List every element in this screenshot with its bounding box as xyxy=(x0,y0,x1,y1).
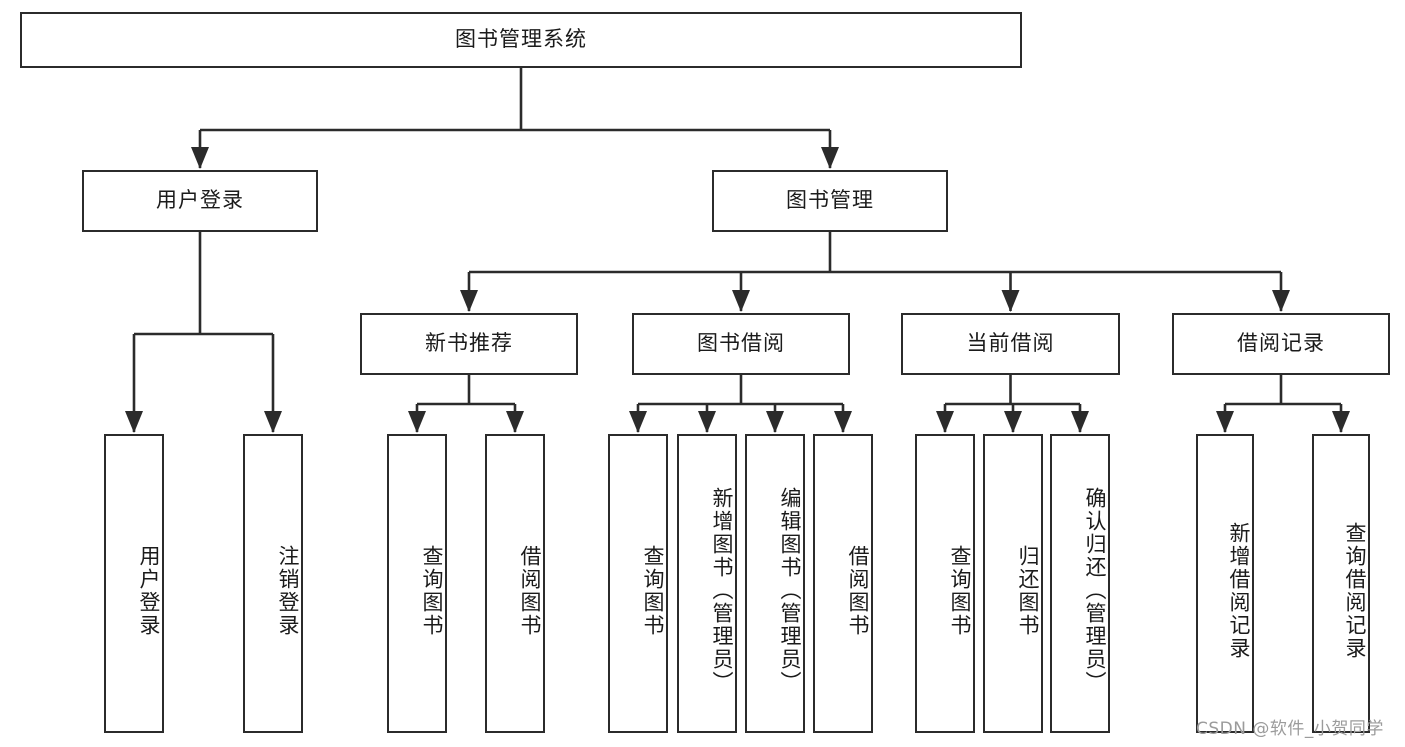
node-book-manage-label: 图书管理 xyxy=(786,188,874,213)
arrow-head-node-leaf-add-book xyxy=(698,411,716,433)
node-user-login-label: 用户登录 xyxy=(156,188,244,213)
node-leaf-confirm-return[interactable]: 确认归还（管理员） xyxy=(1050,434,1110,733)
node-leaf-add-record-label: 新增借阅记录 xyxy=(1227,521,1251,660)
node-leaf-borrow-book-a-label: 借阅图书 xyxy=(518,544,542,637)
node-leaf-user-login[interactable]: 用户登录 xyxy=(104,434,164,733)
node-root[interactable]: 图书管理系统 xyxy=(20,12,1022,68)
arrow-head-node-leaf-return-book xyxy=(1004,411,1022,433)
node-borrow-record-label: 借阅记录 xyxy=(1237,331,1325,356)
arrow-head-node-borrow-record xyxy=(1272,290,1290,312)
node-leaf-confirm-return-label: 确认归还（管理员） xyxy=(1083,487,1107,694)
node-book-borrow-label: 图书借阅 xyxy=(697,331,785,356)
node-leaf-query-book-c[interactable]: 查询图书 xyxy=(915,434,975,733)
node-borrow-record[interactable]: 借阅记录 xyxy=(1172,313,1390,375)
node-leaf-borrow-book-b[interactable]: 借阅图书 xyxy=(813,434,873,733)
node-current-borrow-label: 当前借阅 xyxy=(966,331,1055,356)
node-leaf-edit-book[interactable]: 编辑图书（管理员） xyxy=(745,434,805,733)
arrow-head-node-leaf-user-login xyxy=(125,411,143,433)
node-book-borrow[interactable]: 图书借阅 xyxy=(632,313,850,375)
node-new-book-rec-label: 新书推荐 xyxy=(425,331,513,356)
node-leaf-logout[interactable]: 注销登录 xyxy=(243,434,303,733)
node-leaf-return-book-label: 归还图书 xyxy=(1016,544,1040,637)
arrow-head-node-leaf-edit-book xyxy=(766,411,784,433)
node-leaf-query-book-b-label: 查询图书 xyxy=(641,544,665,637)
arrow-head-node-leaf-add-record xyxy=(1216,411,1234,433)
arrow-head-node-user-login xyxy=(191,147,209,169)
node-user-login[interactable]: 用户登录 xyxy=(82,170,318,232)
node-leaf-user-login-label: 用户登录 xyxy=(137,544,161,637)
node-book-manage[interactable]: 图书管理 xyxy=(712,170,948,232)
node-leaf-borrow-book-a[interactable]: 借阅图书 xyxy=(485,434,545,733)
arrow-head-node-current-borrow xyxy=(1001,290,1020,312)
node-leaf-query-book-b[interactable]: 查询图书 xyxy=(608,434,668,733)
node-current-borrow[interactable]: 当前借阅 xyxy=(901,313,1120,375)
node-leaf-query-record-label: 查询借阅记录 xyxy=(1343,521,1367,660)
node-leaf-return-book[interactable]: 归还图书 xyxy=(983,434,1043,733)
arrow-head-node-leaf-borrow-book-a xyxy=(506,411,524,433)
arrow-head-node-leaf-query-book-c xyxy=(936,411,954,433)
node-new-book-rec[interactable]: 新书推荐 xyxy=(360,313,578,375)
node-leaf-add-book[interactable]: 新增图书（管理员） xyxy=(677,434,737,733)
node-root-label: 图书管理系统 xyxy=(455,27,587,52)
node-leaf-add-record[interactable]: 新增借阅记录 xyxy=(1196,434,1254,733)
arrow-head-node-book-manage xyxy=(821,147,839,169)
arrow-head-node-book-borrow xyxy=(732,290,750,312)
node-leaf-borrow-book-b-label: 借阅图书 xyxy=(846,544,870,637)
node-leaf-query-book-c-label: 查询图书 xyxy=(948,544,972,637)
node-leaf-query-book-a[interactable]: 查询图书 xyxy=(387,434,447,733)
arrow-head-node-leaf-confirm-return xyxy=(1071,411,1089,433)
node-leaf-logout-label: 注销登录 xyxy=(276,544,300,637)
arrow-head-node-new-book-rec xyxy=(460,290,478,312)
arrow-head-node-leaf-query-book-a xyxy=(408,411,426,433)
arrow-head-node-leaf-query-book-b xyxy=(629,411,647,433)
node-leaf-query-record[interactable]: 查询借阅记录 xyxy=(1312,434,1370,733)
csdn-watermark: CSDN @软件_小贺同学 xyxy=(1196,719,1384,739)
arrow-head-node-leaf-query-record xyxy=(1332,411,1350,433)
arrow-head-node-leaf-logout xyxy=(264,411,282,433)
node-leaf-add-book-label: 新增图书（管理员） xyxy=(710,487,734,694)
node-leaf-query-book-a-label: 查询图书 xyxy=(420,544,444,637)
arrow-head-node-leaf-borrow-book-b xyxy=(834,411,852,433)
node-leaf-edit-book-label: 编辑图书（管理员） xyxy=(778,487,802,694)
